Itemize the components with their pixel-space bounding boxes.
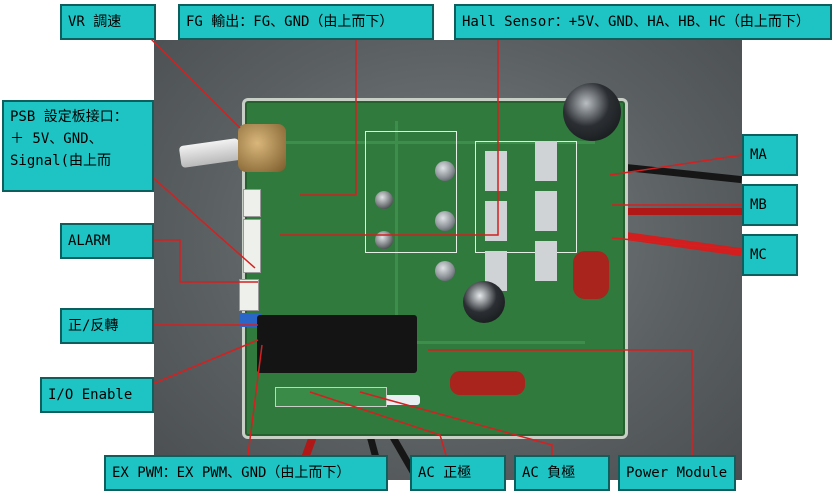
label-ac-negative: AC 負極 xyxy=(514,455,610,491)
label-psb-interface: PSB 設定板接口： ＋ 5V、GND、 Signal(由上而 xyxy=(2,100,154,192)
mosfet-6 xyxy=(535,241,557,281)
mosfet-5 xyxy=(485,251,507,291)
label-hall-sensor: Hall Sensor：+5V、GND、HA、HB、HC（由上而下） xyxy=(454,4,832,40)
pcb-board xyxy=(239,83,628,439)
small-capacitor xyxy=(435,261,455,281)
label-ma: MA xyxy=(742,134,798,176)
pcb-photo xyxy=(154,40,742,480)
label-direction: 正/反轉 xyxy=(60,308,154,344)
filter-capacitor xyxy=(463,281,505,323)
terminal-strip xyxy=(275,387,387,407)
small-capacitor xyxy=(435,161,455,181)
pcb-trace xyxy=(285,341,585,344)
power-module-block xyxy=(257,315,417,373)
mosfet-4 xyxy=(535,191,557,231)
small-capacitor xyxy=(375,191,393,209)
connector-fg xyxy=(243,189,261,217)
label-mb: MB xyxy=(742,184,798,226)
x-capacitor-2 xyxy=(573,251,609,299)
potentiometer-body xyxy=(238,124,286,172)
label-io-enable: I/O Enable xyxy=(40,377,154,413)
mosfet-3 xyxy=(485,201,507,241)
small-capacitor xyxy=(375,231,393,249)
mosfet-1 xyxy=(485,151,507,191)
x-capacitor xyxy=(450,371,525,395)
main-capacitor xyxy=(563,83,621,141)
small-capacitor xyxy=(435,211,455,231)
label-ex-pwm: EX PWM：EX PWM、GND（由上而下） xyxy=(104,455,388,491)
label-fg-output: FG 輸出：FG、GND（由上而下） xyxy=(178,4,434,40)
label-vr-speed: VR 調速 xyxy=(60,4,156,40)
label-power-module: Power Module xyxy=(618,455,736,491)
label-alarm: ALARM xyxy=(60,223,154,259)
dip-switch xyxy=(239,313,261,327)
label-mc: MC xyxy=(742,234,798,276)
connector-alarm xyxy=(239,279,259,311)
connector-hall xyxy=(243,219,261,273)
label-ac-positive: AC 正極 xyxy=(410,455,506,491)
mosfet-2 xyxy=(535,141,557,181)
wire-mb xyxy=(624,208,742,215)
